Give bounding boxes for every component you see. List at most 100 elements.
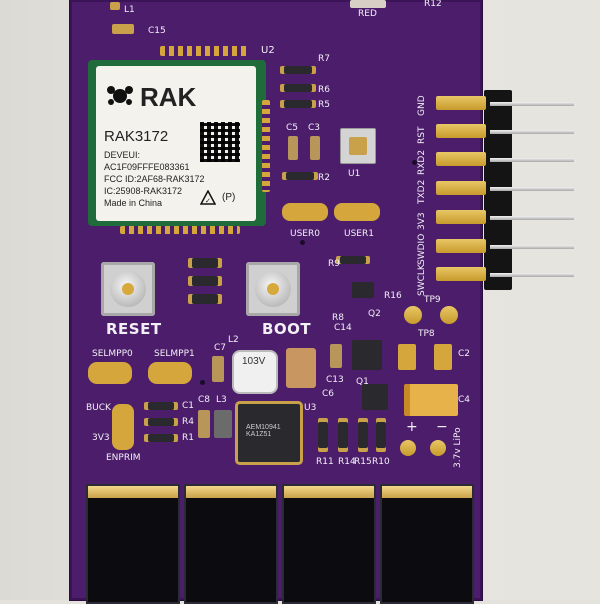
header-pad-7 xyxy=(436,267,486,281)
r7-resistor xyxy=(284,66,312,74)
silk-c3: C3 xyxy=(308,123,321,133)
silk-tp9: TP9 xyxy=(424,295,441,305)
silk-boot: BOOT xyxy=(262,320,312,338)
solar-cell-2 xyxy=(184,484,278,604)
c2-pad-right xyxy=(434,344,452,370)
c1-capacitor xyxy=(148,402,174,410)
silk-minus: − xyxy=(436,419,448,435)
u3-ic: AEM10941 KA1Z51 xyxy=(238,404,300,462)
solar-cell-4 xyxy=(380,484,474,604)
rak-made-in: Made in China xyxy=(104,198,163,208)
silk-plus: + xyxy=(406,419,418,435)
header-label-swclk: SWCLK xyxy=(417,264,427,296)
silk-enprim: ENPRIM xyxy=(106,453,141,463)
r4-resistor xyxy=(148,418,174,426)
header-pad-5 xyxy=(436,210,486,224)
header-pad-4 xyxy=(436,181,486,195)
l1-component xyxy=(110,2,120,10)
rcm-mark-icon: ✓ xyxy=(199,189,217,206)
silk-c5: C5 xyxy=(286,123,299,133)
silk-r14: R14 xyxy=(338,457,356,467)
silk-r5: R5 xyxy=(318,100,330,110)
rak-logo-icon xyxy=(106,84,134,108)
header-pin-4[interactable] xyxy=(490,187,574,191)
user0-jumper[interactable] xyxy=(282,203,328,221)
header-label-3v3: 3V3 xyxy=(417,212,427,230)
module-pads-bottom xyxy=(120,226,240,234)
lipo-plus-pad[interactable] xyxy=(400,440,416,456)
qr-code-icon xyxy=(200,122,240,162)
rak-module-shield: RAK RAK3172 DEVEUI: AC1F09FFFE083361 FCC… xyxy=(96,66,256,221)
silk-c14: C14 xyxy=(334,323,352,333)
r6-resistor xyxy=(284,84,312,92)
solar-cell-3 xyxy=(282,484,376,604)
silk-l1: L1 xyxy=(124,5,135,15)
header-pad-1 xyxy=(436,96,486,110)
silk-u1: U1 xyxy=(348,169,361,179)
module-pads-right xyxy=(262,100,270,192)
silk-3v3: 3V3 xyxy=(92,433,110,443)
header-label-txd2: TXD2 xyxy=(417,179,427,204)
svg-text:✓: ✓ xyxy=(205,197,211,205)
header-pin-2[interactable] xyxy=(490,130,574,134)
boot-button[interactable] xyxy=(246,262,300,316)
header-pin-3[interactable] xyxy=(490,158,574,162)
solar-cell-1 xyxy=(86,484,180,604)
selmpp0-jumper[interactable] xyxy=(88,362,132,384)
resistor-c xyxy=(192,294,218,304)
resistor-a xyxy=(192,258,218,268)
large-capacitor xyxy=(286,348,316,388)
rak-ic-id: IC:25908-RAK3172 xyxy=(104,186,183,196)
header-pin-5[interactable] xyxy=(490,216,574,220)
c7-capacitor xyxy=(212,356,224,382)
header-label-rst: RST xyxy=(417,126,427,144)
user1-jumper[interactable] xyxy=(334,203,380,221)
c5-capacitor xyxy=(288,136,298,160)
u1-sensor xyxy=(340,128,376,164)
silk-lipo: 3.7v LiPo xyxy=(453,427,463,468)
silk-c13: C13 xyxy=(326,375,344,385)
u3-marking: AEM10941 KA1Z51 xyxy=(246,424,281,438)
reset-button-cap[interactable] xyxy=(110,271,146,307)
q1-transistor xyxy=(362,384,388,410)
solar-cell-2-busbar xyxy=(186,486,276,498)
lipo-minus-pad[interactable] xyxy=(430,440,446,456)
header-pin-7[interactable] xyxy=(490,273,574,277)
l2-inductor: 103V xyxy=(232,350,278,394)
boot-button-cap[interactable] xyxy=(255,271,291,307)
silk-reset: RESET xyxy=(106,320,162,338)
header-pin-1[interactable] xyxy=(490,102,574,106)
selmpp1-jumper[interactable] xyxy=(148,362,192,384)
r10-resistor xyxy=(376,422,386,448)
silk-r16: R16 xyxy=(384,291,402,301)
silk-r8: R8 xyxy=(332,313,344,323)
r9-resistor xyxy=(340,256,366,264)
solar-cell-3-busbar xyxy=(284,486,374,498)
resistor-b xyxy=(192,276,218,286)
silk-selmpp0: SELMPP0 xyxy=(92,349,133,359)
rak-mark-p: (P) xyxy=(222,192,236,203)
q-transistor-top xyxy=(352,282,374,298)
silk-r2: R2 xyxy=(318,173,330,183)
buck-jumper[interactable] xyxy=(112,404,134,450)
silk-tp8: TP8 xyxy=(418,329,435,339)
reset-button[interactable] xyxy=(101,262,155,316)
l2-marking: 103V xyxy=(242,356,266,367)
boot-button-dot xyxy=(267,283,279,295)
silk-u2: U2 xyxy=(261,45,275,56)
via-1 xyxy=(412,160,417,165)
solar-cell-4-busbar xyxy=(382,486,472,498)
header-pad-6 xyxy=(436,239,486,253)
rak-fcc-id: FCC ID:2AF68-RAK3172 xyxy=(104,174,205,184)
header-pin-6[interactable] xyxy=(490,245,574,249)
silk-q2: Q2 xyxy=(368,309,381,319)
c13-capacitor xyxy=(330,344,342,368)
silk-r11: R11 xyxy=(316,457,334,467)
c2-pad-left xyxy=(398,344,416,370)
red-led xyxy=(350,0,386,8)
test-point-2 xyxy=(440,306,458,324)
silk-user1: USER1 xyxy=(344,229,374,239)
silk-c2: C2 xyxy=(458,349,471,359)
silk-r10: R10 xyxy=(372,457,390,467)
silk-r7: R7 xyxy=(318,54,330,64)
